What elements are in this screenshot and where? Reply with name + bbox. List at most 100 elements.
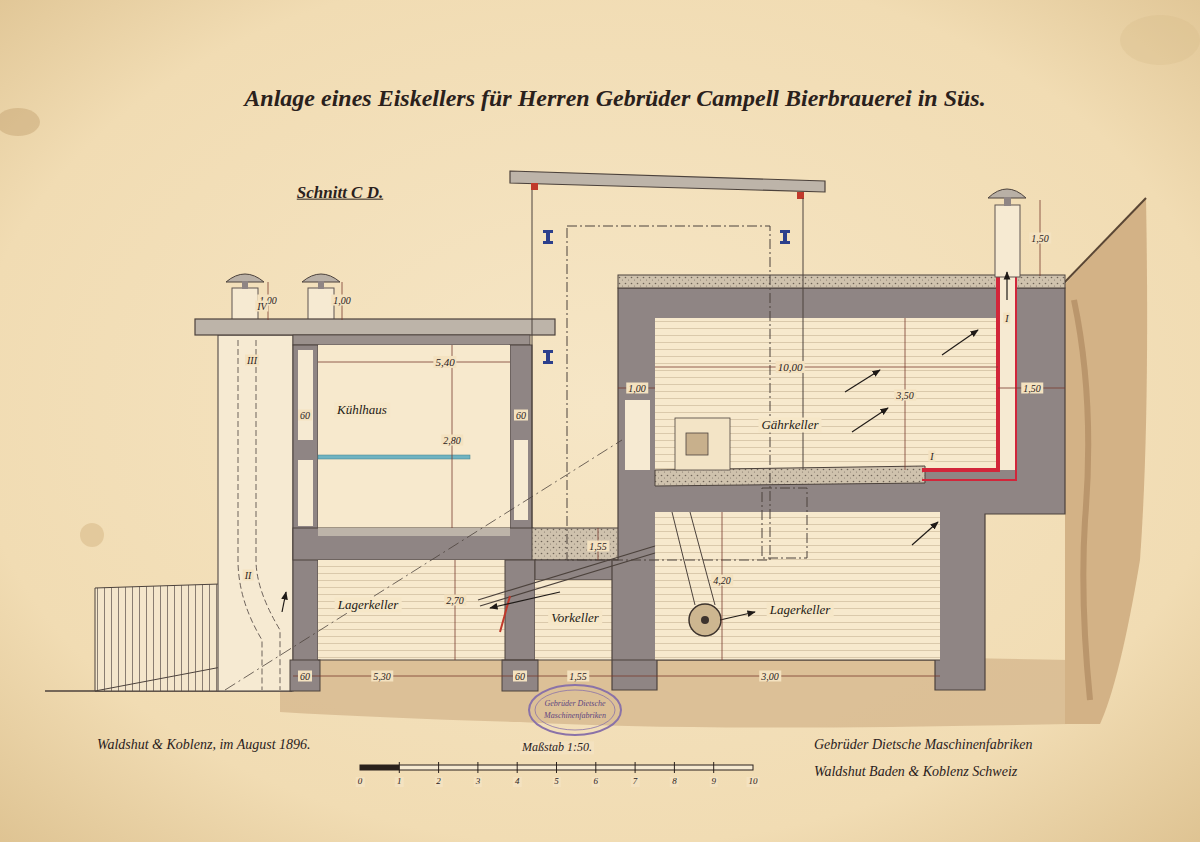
paper-ground (1120, 15, 1200, 65)
hoist-frame (567, 226, 770, 560)
scale-bar (360, 765, 399, 770)
paper-ground (0, 108, 40, 136)
drawing-title: Anlage eines Eiskellers für Herren Gebrü… (30, 84, 1200, 113)
dimension: 60 (298, 671, 312, 682)
hoist-frame (780, 230, 790, 244)
room-name: Lagerkeller (335, 598, 402, 613)
left-building (298, 460, 313, 526)
hoist-frame (510, 171, 825, 192)
scale-number: 8 (670, 777, 679, 787)
scale-bar (399, 762, 713, 773)
maker-signature: Gebrüder Dietsche Maschinenfabriken (812, 737, 1035, 752)
ante-cellar: Vorkeller (535, 580, 615, 660)
hoist-frame (762, 488, 807, 558)
ventilation-duct (998, 245, 1016, 470)
air-flow-arrows (282, 272, 1007, 620)
main-cellar-block (655, 512, 940, 660)
outer-duct-wall (238, 340, 262, 690)
hoist-frame (797, 192, 804, 199)
left-building (514, 440, 528, 520)
scale-number: 3 (474, 777, 483, 787)
dimension: 1,55 (587, 541, 609, 552)
outer-duct-wall (242, 281, 248, 289)
dimension: 1,50 (1029, 233, 1051, 244)
dimension: 60 (514, 410, 528, 421)
left-building (290, 660, 320, 691)
dimension: 5,30 (371, 671, 393, 682)
air-flow-arrows (1006, 272, 1007, 300)
construction-line (225, 440, 622, 690)
dimension: 5,40 (433, 356, 456, 368)
scale-number: 4 (513, 777, 522, 787)
air-flow-arrows (852, 408, 888, 432)
ventilation-duct (922, 248, 1016, 480)
soil (1074, 300, 1090, 700)
main-cellar-block (625, 400, 650, 470)
room-name: Lagerkeller (767, 603, 834, 618)
paper-ground (80, 523, 104, 547)
scale-number: 5 (552, 777, 561, 787)
outer-duct-wall (226, 274, 264, 282)
main-cellar-block (318, 275, 1065, 690)
hoist-frame (532, 190, 533, 528)
stamp-text: Gebrüder Dietsche (542, 700, 607, 709)
room-name: Gährkeller (758, 418, 821, 433)
dimension: 2,80 (441, 435, 463, 446)
air-flow-arrows (720, 612, 755, 620)
left-building (532, 528, 620, 560)
pipes-and-fan (480, 553, 655, 606)
dimension-lines (722, 512, 723, 660)
damper-number: II (243, 570, 254, 581)
dimension: 2,70 (444, 595, 466, 606)
outer-duct-wall (308, 288, 334, 322)
outer-duct-wall (256, 340, 280, 690)
left-building (318, 345, 510, 528)
scale-bar (674, 762, 675, 773)
air-flow-arrows (942, 330, 978, 355)
air-flow-arrows (845, 370, 880, 392)
main-cellar-block (655, 318, 998, 470)
dimension: 3,50 (894, 390, 916, 401)
air-flow-arrows (282, 592, 286, 612)
dimension-lines (268, 200, 1065, 676)
soil (45, 198, 1147, 728)
outer-duct-wall (318, 281, 324, 289)
scale-number: 2 (434, 777, 443, 787)
left-building (293, 528, 533, 560)
scale-bar (360, 762, 753, 773)
left-building (298, 350, 313, 440)
maker-stamp (535, 690, 615, 730)
left-building (318, 560, 505, 660)
scale-number: 7 (631, 777, 640, 787)
scale-bar (595, 762, 596, 773)
dimension: 10,00 (776, 361, 805, 373)
scale-number: 6 (592, 777, 601, 787)
scale-number: 9 (709, 777, 718, 787)
dimension: 3,00 (759, 671, 781, 682)
dimension: 60 (513, 671, 527, 682)
soil (1065, 198, 1147, 724)
damper-number: IV (255, 301, 268, 312)
dimension-lines (318, 362, 510, 363)
pipes-and-fan (500, 596, 510, 632)
main-cellar-block (675, 418, 730, 470)
pipes-and-fan (672, 512, 695, 605)
fermentation-cellar: Gährkeller (655, 318, 998, 470)
air-flow-arrows (912, 522, 938, 545)
scale-bar (517, 762, 518, 773)
scale-bar (399, 762, 400, 773)
outer-duct-wall (218, 335, 293, 691)
pipes-and-fan (689, 604, 721, 636)
maker-stamp (529, 685, 621, 735)
damper-number: I (928, 451, 935, 462)
left-building (293, 335, 530, 345)
left-building (318, 455, 470, 459)
air-flow-arrows (490, 592, 560, 608)
place-date: Waldshut & Koblenz, im August 1896. (95, 737, 313, 752)
hoist-frame (543, 230, 790, 364)
scale-bar (635, 762, 636, 773)
ventilation-duct (922, 189, 1026, 480)
dimension-lines (455, 560, 456, 660)
